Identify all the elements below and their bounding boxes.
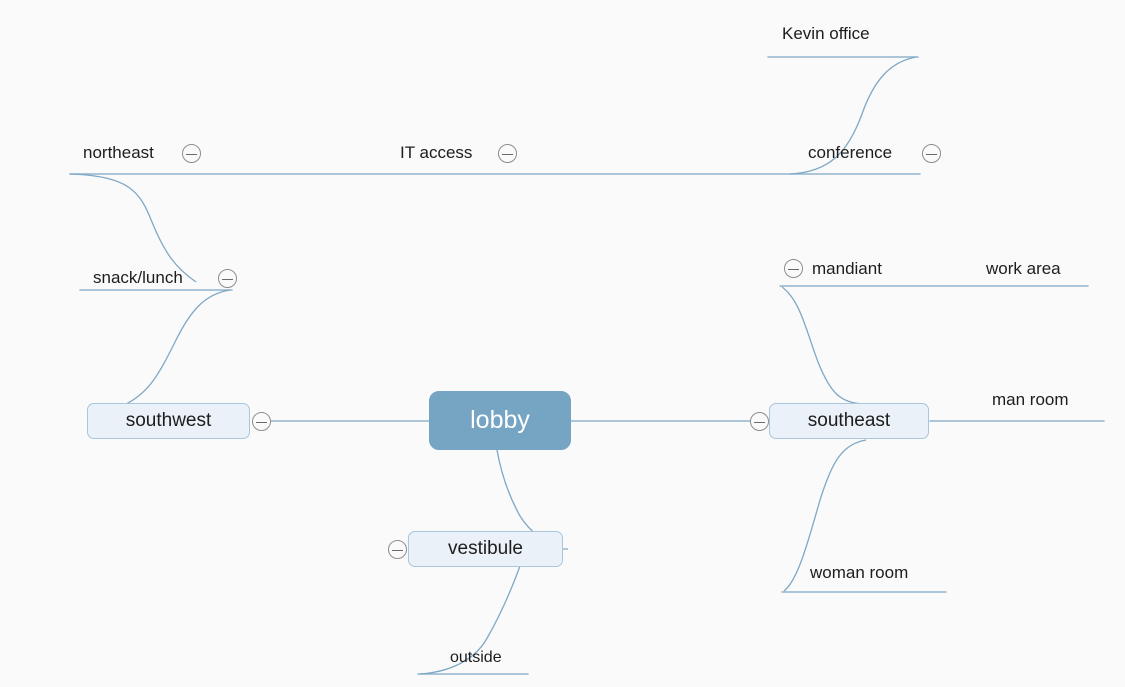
collapse-icon-conference[interactable] — [922, 144, 941, 163]
collapse-icon-it-access[interactable] — [498, 144, 517, 163]
node-lobby[interactable]: lobby — [429, 391, 571, 450]
label-northeast[interactable]: northeast — [83, 143, 154, 162]
collapse-icon-snack-lunch[interactable] — [218, 269, 237, 288]
connector-southeast-to-mandiant — [781, 286, 867, 405]
label-outside[interactable]: outside — [450, 649, 502, 666]
connector-southwest-to-snack-lunch — [125, 289, 231, 405]
collapse-icon-vestibule[interactable] — [388, 540, 407, 559]
label-snack-lunch[interactable]: snack/lunch — [93, 268, 183, 287]
node-vestibule[interactable]: vestibule — [408, 531, 563, 567]
collapse-icon-northeast[interactable] — [182, 144, 201, 163]
node-southwest[interactable]: southwest — [87, 403, 250, 439]
node-southeast[interactable]: southeast — [769, 403, 929, 439]
label-it-access[interactable]: IT access — [400, 143, 473, 162]
collapse-icon-southeast[interactable] — [750, 412, 769, 431]
connector-southeast-to-woman-room — [783, 439, 867, 592]
connector-vestibule-to-outside — [419, 565, 521, 675]
collapse-icon-mandiant[interactable] — [784, 259, 803, 278]
connector-northeast-to-southwest — [69, 173, 197, 283]
connector-conference-to-kevin-office — [789, 56, 917, 175]
collapse-icon-southwest[interactable] — [252, 412, 271, 431]
label-kevin-office[interactable]: Kevin office — [782, 24, 870, 43]
label-woman-room[interactable]: woman room — [810, 563, 909, 582]
label-conference[interactable]: conference — [808, 143, 893, 162]
label-mandiant[interactable]: mandiant — [812, 259, 882, 278]
label-work-area[interactable]: work area — [986, 259, 1061, 278]
label-man-room[interactable]: man room — [992, 390, 1069, 409]
